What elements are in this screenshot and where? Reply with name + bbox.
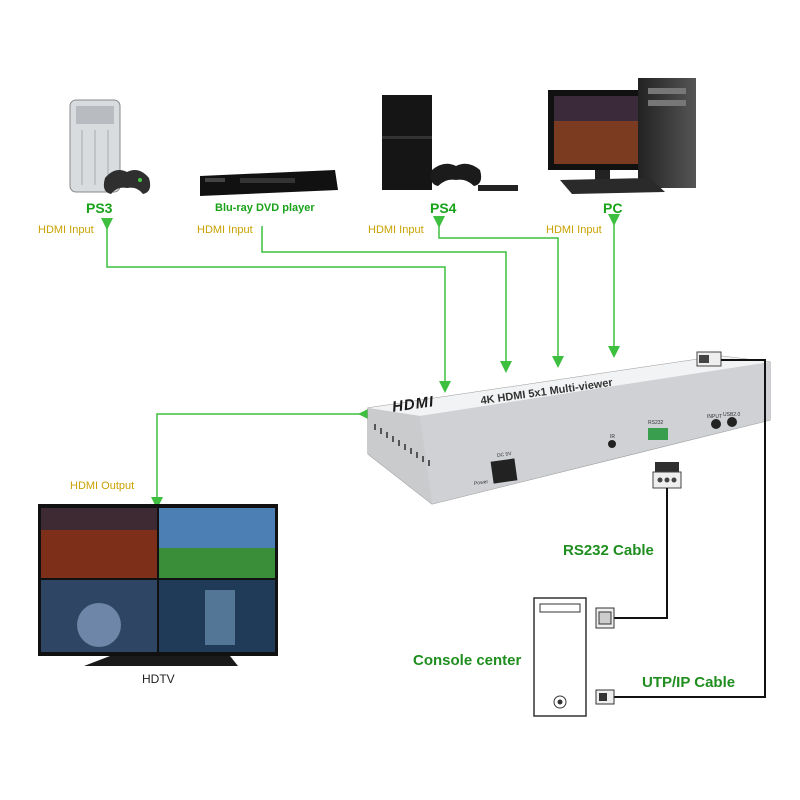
rj45-plug-console-icon <box>595 689 615 705</box>
hdmi-output-line <box>151 408 370 509</box>
utp-cable-label: UTP/IP Cable <box>642 674 736 691</box>
port-a-label: INPUT <box>707 414 722 420</box>
console-center-tower-icon <box>533 597 587 717</box>
hdmi-input-lines <box>101 214 620 393</box>
ps4-console-icon <box>382 95 518 191</box>
ps3-console-icon <box>69 99 121 193</box>
rj45-plug-icon <box>696 351 722 367</box>
ps3-port-label: HDMI Input <box>38 224 94 236</box>
hdmi-output-label: HDMI Output <box>70 480 135 492</box>
bluray-port-label: HDMI Input <box>197 224 253 236</box>
rs232-terminal-icon <box>652 462 682 489</box>
keyboard-icon <box>560 178 665 194</box>
ps3-label: PS3 <box>86 200 113 216</box>
rs232-port-label: RS232 <box>648 420 664 426</box>
console-center-label: Console center <box>413 652 522 669</box>
port-b-label: USB2.0 <box>723 412 741 418</box>
bluray-label: Blu-ray DVD player <box>215 202 315 214</box>
control-cables <box>612 359 766 698</box>
db9-connector-icon <box>595 607 615 629</box>
pc-label: PC <box>603 200 623 216</box>
gamepad-icon <box>103 170 151 194</box>
pc-tower-icon <box>638 78 696 188</box>
hdtv-label: HDTV <box>142 672 175 686</box>
bluray-player-icon <box>200 170 338 196</box>
pc-port-label: HDMI Input <box>546 224 602 236</box>
rs232-cable-label: RS232 Cable <box>563 542 654 559</box>
ir-port-label: IR <box>610 434 615 440</box>
ps4-label: PS4 <box>430 200 457 216</box>
multi-viewer-switch-icon <box>367 355 771 505</box>
hdtv-screen-icon <box>38 504 278 666</box>
ps4-port-label: HDMI Input <box>368 224 424 236</box>
